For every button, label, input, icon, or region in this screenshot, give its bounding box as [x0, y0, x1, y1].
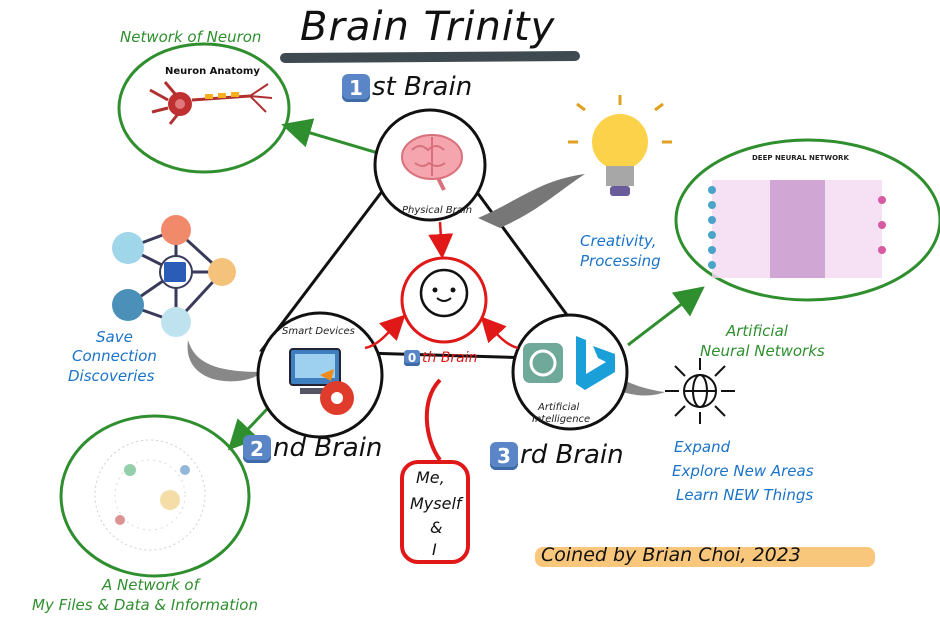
- arrow-first-to-zeroth: [428, 221, 454, 259]
- smiley-face-icon: [419, 268, 469, 318]
- word-doc-icon: [164, 262, 186, 282]
- neuron-illustration: [149, 81, 273, 125]
- me-line1: Me,: [416, 468, 445, 487]
- processing-label: Processing: [580, 252, 661, 270]
- ann-label-line1: Artificial: [726, 322, 788, 340]
- second-brain-text: nd Brain: [273, 433, 383, 463]
- neuron-anatomy-title: Neuron Anatomy: [165, 66, 260, 77]
- neuron-ellipse: [117, 42, 291, 174]
- files-network-ellipse: [59, 414, 251, 578]
- bing-icon: [576, 336, 615, 390]
- third-brain-text: rd Brain: [520, 440, 624, 470]
- brain-triangle: [259, 125, 604, 362]
- red-loop: [424, 378, 442, 462]
- computer-gear-icon: [289, 348, 354, 415]
- arrow-second-to-zeroth: [364, 314, 406, 350]
- badge-two: 2: [243, 434, 271, 463]
- lightbulb-icon: [568, 95, 672, 196]
- speech-tail-bulb: [478, 174, 585, 228]
- badge-zero: 0: [404, 350, 420, 366]
- graph-node: [161, 307, 191, 337]
- zeroth-brain-text: th Brain: [422, 350, 478, 366]
- globe-expand-icon: [665, 358, 735, 424]
- speech-tail-save: [187, 340, 262, 382]
- network-of-neuron-label: Network of Neuron: [120, 28, 262, 46]
- creativity-label: Creativity,: [580, 232, 657, 250]
- arrow-to-ann: [627, 286, 705, 347]
- chatgpt-icon: [523, 343, 563, 383]
- page-title: Brain Trinity: [300, 4, 556, 50]
- brain-icon: [401, 134, 463, 191]
- arrow-to-files: [227, 406, 270, 451]
- graph-node: [208, 258, 236, 286]
- discoveries-label: Discoveries: [68, 367, 155, 385]
- credit-highlight: [535, 547, 875, 567]
- me-line3: &: [430, 518, 443, 537]
- ann-illustration: [708, 180, 886, 278]
- explore-label: Explore New Areas: [672, 462, 814, 480]
- files-network-line1: A Network of: [102, 576, 199, 594]
- credit-text: Coined by Brian Choi, 2023: [541, 544, 801, 566]
- deep-neural-network-title: DEEP NEURAL NETWORK: [752, 154, 849, 162]
- save-label: Save: [96, 328, 133, 346]
- ann-label-line2: Neural Networks: [700, 342, 825, 360]
- title-underline: [280, 51, 580, 63]
- me-box: [400, 460, 470, 564]
- files-network-graph: [94, 439, 206, 551]
- arrow-third-to-zeroth: [480, 316, 519, 350]
- graph-node: [112, 232, 144, 264]
- expand-label: Expand: [674, 438, 731, 456]
- arrow-to-neuron: [281, 118, 389, 158]
- physical-brain-label: Physical Brain: [402, 205, 473, 216]
- badge-three: 3: [490, 441, 518, 470]
- learn-label: Learn NEW Things: [676, 486, 814, 504]
- first-brain-text: st Brain: [372, 72, 473, 102]
- me-line4: I: [432, 540, 437, 559]
- me-line2: Myself: [410, 494, 462, 513]
- files-network-line2: My Files & Data & Information: [32, 596, 258, 614]
- intelligence-label: Intelligence: [532, 414, 591, 425]
- graph-node: [161, 215, 191, 245]
- graph-node: [112, 289, 144, 321]
- smart-devices-label: Smart Devices: [282, 326, 355, 337]
- artificial-label: Artificial: [538, 402, 580, 413]
- badge-one: 1: [342, 73, 370, 102]
- connection-label: Connection: [72, 347, 157, 365]
